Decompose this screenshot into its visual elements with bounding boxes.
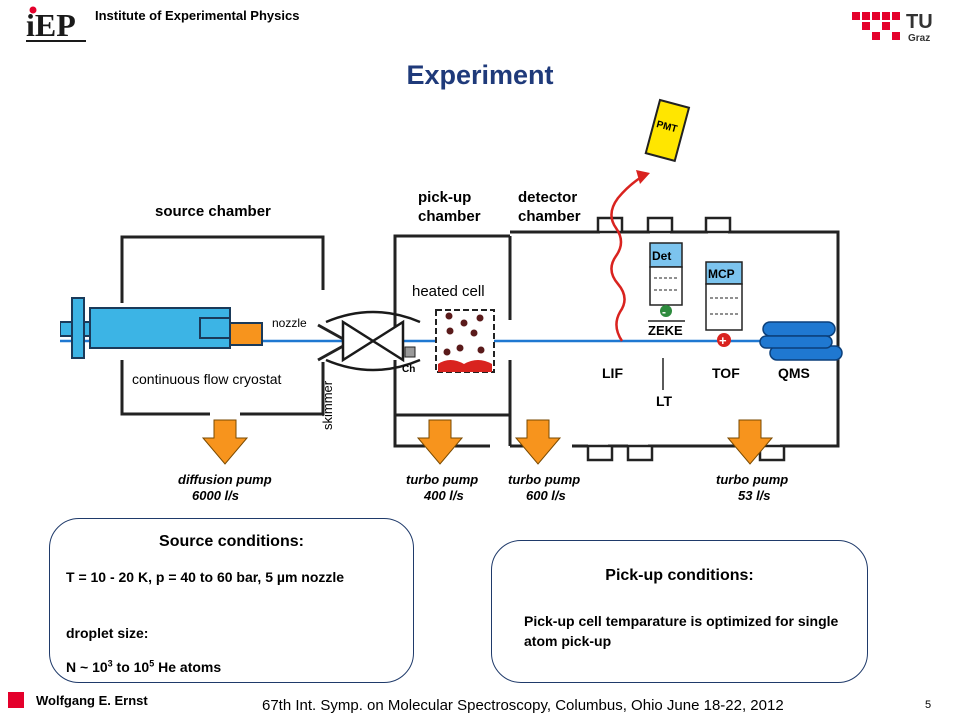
experiment-diagram: Ch PMT Det - ZEKE MCP + bbox=[60, 98, 843, 503]
pickup-chamber-label-1: pick-up bbox=[418, 189, 471, 206]
pmt-label: PMT bbox=[655, 119, 678, 135]
droplet-size-a: N ~ 10 bbox=[66, 659, 108, 675]
droplet-size-exp2: 5 bbox=[149, 658, 155, 669]
pump-name: diffusion pump bbox=[178, 472, 272, 487]
detector-chamber-label-1: detector bbox=[518, 189, 577, 206]
institute-name: Institute of Experimental Physics bbox=[95, 8, 300, 23]
pump-name: turbo pump bbox=[716, 472, 788, 487]
pump-rate: 600 l/s bbox=[526, 488, 566, 503]
droplet-size-c: He atoms bbox=[154, 659, 222, 675]
tof-label: TOF bbox=[712, 365, 740, 381]
droplet-size-b: to 10 bbox=[112, 659, 150, 675]
source-chamber-label: source chamber bbox=[155, 203, 271, 220]
mcp-detector: MCP + bbox=[705, 261, 743, 348]
pickup-conditions-text: Pick-up cell temparature is optimized fo… bbox=[524, 613, 839, 649]
source-conditions-line2: droplet size: bbox=[66, 625, 149, 641]
pump-turbo-400: turbo pump 400 l/s bbox=[406, 419, 478, 503]
cryostat bbox=[60, 297, 263, 359]
tu-graz-logo: TU Graz bbox=[852, 11, 933, 44]
fluorescence-wave bbox=[610, 176, 641, 342]
slide-title: Experiment bbox=[406, 60, 554, 90]
plus-label: + bbox=[719, 333, 727, 348]
ch-label: Ch bbox=[402, 364, 415, 375]
source-conditions-line1: T = 10 - 20 K, p = 40 to 60 bar, 5 µm no… bbox=[66, 569, 345, 585]
page-number: 5 bbox=[925, 699, 932, 711]
chamber-walls bbox=[120, 230, 840, 448]
droplet-size-exp1: 3 bbox=[107, 658, 113, 669]
zeke-label: ZEKE bbox=[648, 323, 683, 338]
valve bbox=[325, 310, 421, 372]
source-conditions-title: Source conditions: bbox=[159, 533, 304, 550]
conference: 67th Int. Symp. on Molecular Spectroscop… bbox=[262, 697, 784, 714]
footer-accent bbox=[8, 692, 24, 708]
nozzle-label: nozzle bbox=[272, 316, 307, 330]
lt-label: LT bbox=[656, 393, 673, 409]
pickup-chamber-label-2: chamber bbox=[418, 208, 481, 225]
heated-cell bbox=[435, 309, 495, 373]
author: Wolfgang E. Ernst bbox=[36, 693, 148, 708]
pump-name: turbo pump bbox=[406, 472, 478, 487]
qms bbox=[759, 321, 843, 361]
tu-logo-sub: Graz bbox=[908, 33, 930, 44]
pickup-conditions-title: Pick-up conditions: bbox=[605, 567, 754, 584]
pump-turbo-600: turbo pump 600 l/s bbox=[508, 419, 580, 503]
pmt: PMT bbox=[644, 98, 691, 163]
cryostat-label: continuous flow cryostat bbox=[132, 371, 282, 387]
pump-rate: 53 l/s bbox=[738, 488, 771, 503]
source-conditions-box: Source conditions: T = 10 - 20 K, p = 40… bbox=[49, 518, 414, 683]
pump-rate: 400 l/s bbox=[423, 488, 464, 503]
det-label: Det bbox=[652, 249, 671, 263]
pump-turbo-53: turbo pump 53 l/s bbox=[716, 419, 788, 503]
det-detector: Det - bbox=[649, 242, 683, 319]
qms-label: QMS bbox=[778, 365, 810, 381]
mcp-label: MCP bbox=[708, 267, 735, 281]
iep-logo: iEP bbox=[26, 6, 86, 43]
pump-diffusion: diffusion pump 6000 l/s bbox=[178, 419, 272, 503]
minus-label: - bbox=[662, 305, 666, 319]
pump-rate: 6000 l/s bbox=[192, 488, 239, 503]
tu-logo-text: TU bbox=[906, 11, 933, 33]
pump-name: turbo pump bbox=[508, 472, 580, 487]
lif-label: LIF bbox=[602, 365, 623, 381]
detector-chamber-label-2: chamber bbox=[518, 208, 581, 225]
source-conditions-line3: N ~ 103 to 105 He atoms bbox=[66, 657, 221, 677]
pickup-conditions-box: Pick-up conditions: Pick-up cell tempara… bbox=[491, 540, 868, 683]
ch-gauge bbox=[404, 346, 416, 358]
heated-cell-label: heated cell bbox=[412, 283, 485, 300]
skimmer-label: skimmer bbox=[320, 380, 335, 430]
